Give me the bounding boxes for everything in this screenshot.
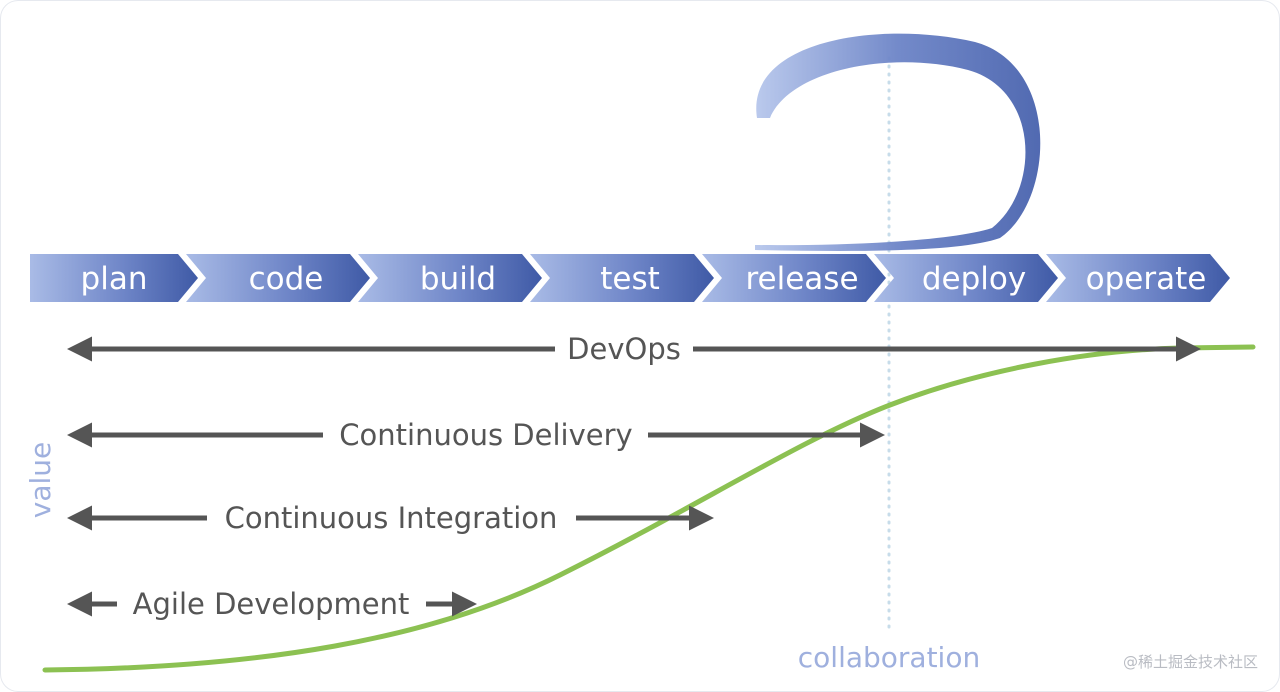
chevron-shape: [186, 254, 370, 302]
stage-label-operate: operate: [1086, 261, 1207, 297]
pipeline-stage-deploy: deploy: [874, 254, 1058, 302]
scope-label-continuous-integration: Continuous Integration: [225, 501, 558, 535]
stage-label-deploy: deploy: [922, 261, 1026, 297]
pipeline-stage-test: test: [530, 254, 714, 302]
chevron-shape: [358, 254, 542, 302]
scope-label-continuous-delivery: Continuous Delivery: [339, 418, 632, 452]
scope-devops: DevOps: [67, 332, 1201, 366]
pipeline-stage-release: release: [702, 254, 886, 302]
stage-label-test: test: [600, 261, 660, 297]
scope-continuous-delivery: Continuous Delivery: [67, 418, 885, 452]
stage-label-plan: plan: [81, 261, 148, 297]
chevron-shape: [30, 254, 198, 302]
pipeline-stage-plan: plan: [30, 254, 198, 302]
chevron-shape: [874, 254, 1058, 302]
scope-label-devops: DevOps: [567, 332, 681, 366]
value-curve: [42, 344, 1256, 673]
pipeline-stage-operate: operate: [1046, 254, 1230, 302]
pipeline-stage-build: build: [358, 254, 542, 302]
chevron-shape: [530, 254, 714, 302]
stage-label-code: code: [249, 261, 324, 297]
stage-label-build: build: [420, 261, 496, 297]
chevron-shape: [702, 254, 886, 302]
pipeline: plan code build test release deploy operate: [30, 254, 1230, 302]
x-axis-label: collaboration: [798, 641, 980, 674]
scope-label-agile-development: Agile Development: [133, 587, 410, 621]
scope-continuous-integration: Continuous Integration: [67, 501, 714, 535]
stage-label-release: release: [745, 261, 858, 297]
pipeline-stage-code: code: [186, 254, 370, 302]
y-axis-label: value: [24, 442, 57, 518]
feedback-loop-icon: [755, 33, 1041, 251]
chevron-shape: [1046, 254, 1230, 302]
watermark: @稀土掘金技术社区: [1123, 653, 1258, 671]
scope-agile-development: Agile Development: [67, 587, 477, 621]
